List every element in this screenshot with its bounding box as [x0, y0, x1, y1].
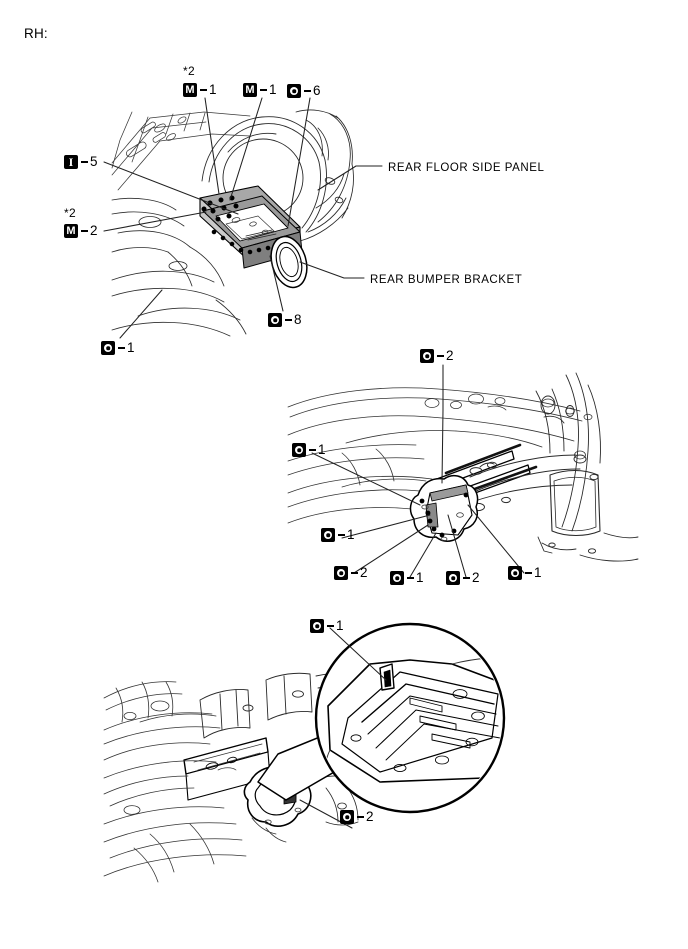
marker-dash: [437, 355, 444, 357]
marker-symbol-m-icon: M: [183, 83, 197, 97]
marker-number: 1: [336, 618, 344, 634]
marker-number: 1: [416, 570, 424, 586]
star-note-m-2: *2: [64, 206, 76, 220]
marker-symbol-o-icon: [101, 341, 115, 355]
marker-number: 5: [90, 154, 98, 170]
marker-symbol-i-icon: I: [64, 155, 78, 169]
callout-o-2-bracket[interactable]: 2: [340, 810, 374, 824]
callout-o-8[interactable]: 8: [268, 313, 302, 327]
figure-top: [0, 0, 688, 380]
marker-symbol-o-icon: [420, 349, 434, 363]
callout-o-1-bottom-1[interactable]: 1: [390, 571, 424, 585]
callout-i-5[interactable]: I 5: [64, 155, 98, 169]
marker-number: 1: [127, 340, 135, 356]
star-note-m-1: *2: [183, 64, 195, 78]
callout-o-1-left-lower[interactable]: 1: [321, 528, 355, 542]
marker-symbol-o-icon: [446, 571, 460, 585]
marker-number: 2: [446, 348, 454, 364]
rear-bumper-bracket-underbody-view: [103, 622, 506, 883]
callout-o-2-bottom-2[interactable]: 2: [446, 571, 480, 585]
figure-bottom: [80, 610, 510, 910]
marker-number: 6: [313, 83, 321, 99]
marker-number: 2: [360, 565, 368, 581]
marker-dash: [260, 89, 267, 91]
marker-symbol-o-icon: [508, 566, 522, 580]
callout-o-1-bottom-2[interactable]: 1: [508, 566, 542, 580]
label-rear-floor-side-panel: REAR FLOOR SIDE PANEL: [388, 162, 545, 174]
marker-dash: [327, 625, 334, 627]
rear-floor-side-panel-assembly-view: [103, 97, 383, 339]
marker-number: 8: [294, 312, 302, 328]
figure-middle: [280, 355, 640, 590]
marker-symbol-o-icon: [287, 84, 301, 98]
marker-dash: [81, 161, 88, 163]
marker-dash: [357, 816, 364, 818]
marker-symbol-o-icon: [390, 571, 404, 585]
marker-dash: [200, 89, 207, 91]
callout-o-1-left-upper[interactable]: 1: [292, 443, 326, 457]
marker-dash: [463, 577, 470, 579]
label-rear-bumper-bracket: REAR BUMPER BRACKET: [370, 274, 523, 286]
callout-o-1-lower-left[interactable]: 1: [101, 341, 135, 355]
marker-symbol-m-icon: M: [243, 83, 257, 97]
marker-number: 1: [347, 527, 355, 543]
rear-bumper-bracket-mounting-detail-view: [287, 364, 639, 578]
marker-dash: [351, 572, 358, 574]
callout-m-2-star2[interactable]: M 2: [64, 224, 98, 238]
marker-dash: [525, 572, 532, 574]
callout-o-2-bottom-1[interactable]: 2: [334, 566, 368, 580]
marker-symbol-o-icon: [292, 443, 306, 457]
marker-symbol-o-icon: [321, 528, 335, 542]
marker-symbol-o-icon: [334, 566, 348, 580]
marker-dash: [407, 577, 414, 579]
callout-o-1-detail-circle[interactable]: 1: [310, 619, 344, 633]
marker-number: 2: [90, 223, 98, 239]
marker-symbol-o-icon: [340, 810, 354, 824]
marker-dash: [338, 534, 345, 536]
marker-dash: [285, 319, 292, 321]
marker-number: 2: [366, 809, 374, 825]
marker-number: 1: [269, 82, 277, 98]
marker-number: 1: [318, 442, 326, 458]
callout-m-1[interactable]: M 1: [243, 83, 277, 97]
marker-number: 1: [209, 82, 217, 98]
marker-symbol-o-icon: [310, 619, 324, 633]
marker-number: 2: [472, 570, 480, 586]
marker-symbol-o-icon: [268, 313, 282, 327]
marker-symbol-m-icon: M: [64, 224, 78, 238]
marker-dash: [118, 347, 125, 349]
marker-number: 1: [534, 565, 542, 581]
callout-o-2-top[interactable]: 2: [420, 349, 454, 363]
marker-dash: [309, 449, 316, 451]
page-title: RH:: [24, 26, 48, 41]
marker-dash: [81, 230, 88, 232]
marker-dash: [304, 90, 311, 92]
callout-o-6[interactable]: 6: [287, 84, 321, 98]
callout-m-1-star2[interactable]: M 1: [183, 83, 217, 97]
